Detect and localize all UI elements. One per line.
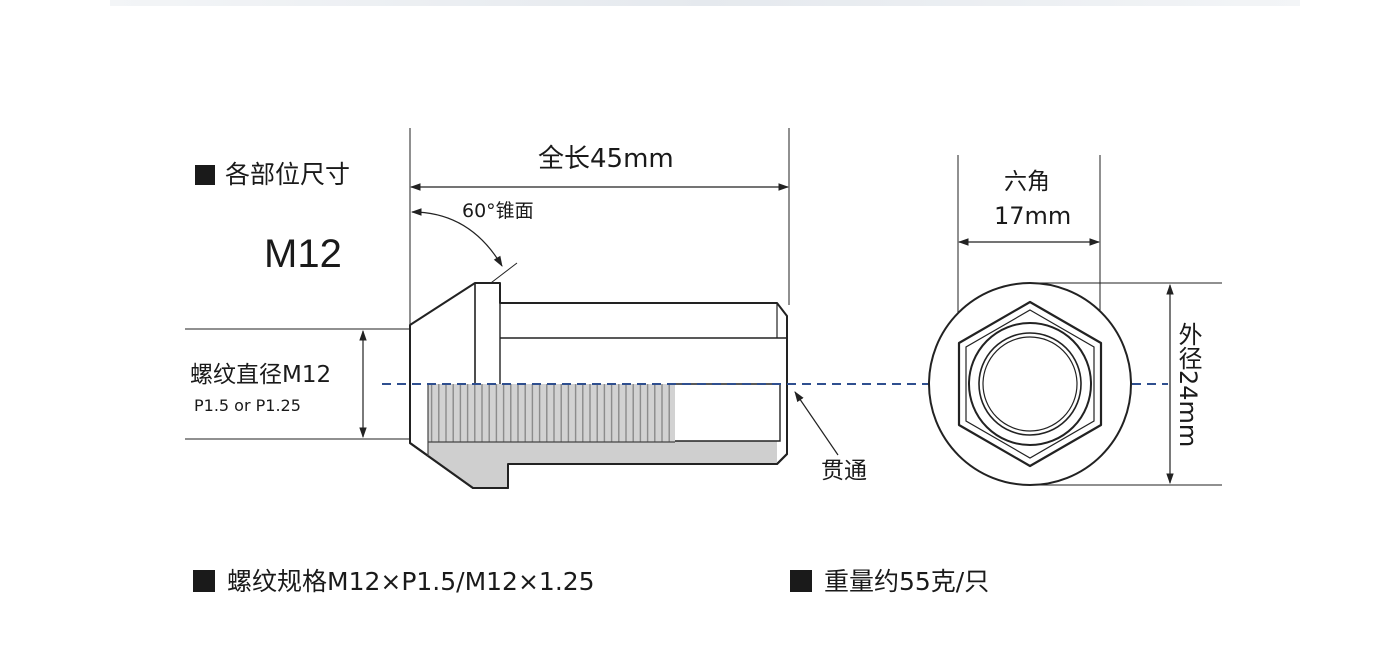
model-label: M12 xyxy=(264,232,342,276)
thread-pitch-label: P1.5 or P1.25 xyxy=(194,396,301,415)
hex-inner-outline xyxy=(965,309,1095,459)
bullet-square-icon xyxy=(790,570,812,592)
through-hole-leader xyxy=(794,391,839,456)
through-hole-label: 贯通 xyxy=(821,458,867,484)
total-length-label: 全长45mm xyxy=(538,144,674,174)
section-title: 各部位尺寸 xyxy=(195,162,350,187)
thread-diameter-label: 螺纹直径M12 xyxy=(190,362,332,388)
bore-core-circle xyxy=(982,336,1078,432)
side-view xyxy=(185,128,839,489)
bullet-square-icon xyxy=(195,165,215,185)
outer-diameter-label: 外径24mm xyxy=(1174,322,1202,448)
cone-angle-arc xyxy=(410,208,503,267)
thread-spec-line: 螺纹规格M12×P1.5/M12×1.25 xyxy=(193,569,595,594)
thread-teeth xyxy=(428,384,675,442)
hex-label: 六角 xyxy=(1004,169,1050,195)
top-divider-bar xyxy=(110,0,1300,6)
hex-size-label: 17mm xyxy=(994,202,1072,230)
end-view xyxy=(928,155,1222,486)
bullet-square-icon xyxy=(193,570,215,592)
cone-angle-label: 60°锥面 xyxy=(462,200,534,222)
section-outline xyxy=(409,384,788,489)
weight-line: 重量约55克/只 xyxy=(790,569,989,594)
thread-bore-right xyxy=(675,383,781,442)
